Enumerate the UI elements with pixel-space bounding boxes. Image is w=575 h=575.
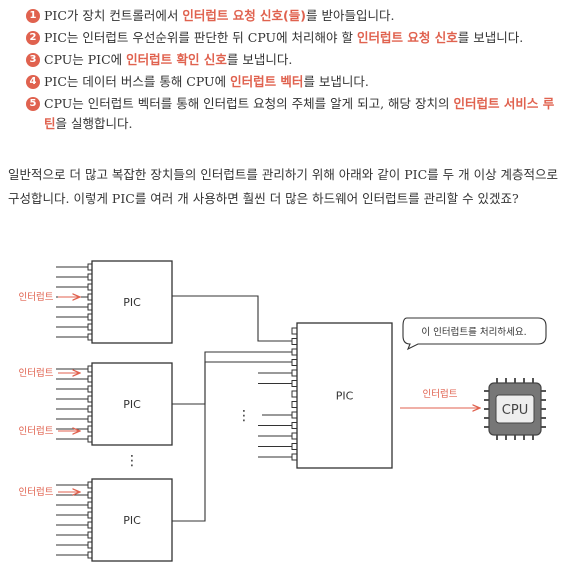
step-number-badge: 2 [26, 31, 40, 45]
step-text: CPU는 인터럽트 벡터를 통해 인터럽트 요청의 주체를 알게 되고, 해당 … [44, 94, 561, 134]
step-item: 1 PIC가 장치 컨트롤러에서 인터럽트 요청 신호(들)를 받아들입니다. [26, 6, 561, 26]
step-text-part: 를 보냅니다. [457, 30, 524, 45]
master-input-pin [291, 338, 298, 345]
step-text: PIC는 인터럽트 우선순위를 판단한 뒤 CPU에 처리해야 할 인터럽트 요… [44, 28, 523, 48]
interrupt-label: 인터럽트 [19, 426, 54, 437]
highlighted-term: 인터럽트 벡터 [230, 74, 304, 89]
cpu-label: CPU [502, 403, 528, 418]
master-input-pin [291, 401, 298, 408]
master-input-pin [291, 369, 298, 377]
master-input-pin [291, 327, 298, 335]
interrupt-label: 인터럽트 [19, 368, 54, 379]
highlighted-term: 인터럽트 확인 신호 [126, 52, 227, 67]
master-input-pin [291, 359, 298, 366]
step-text-part: 를 받아들입니다. [305, 8, 395, 23]
step-text-part: PIC는 데이터 버스를 통해 CPU에 [44, 74, 231, 89]
slave-pic-box [91, 260, 173, 344]
step-number-badge: 4 [26, 75, 40, 89]
slave-to-master-line [172, 361, 292, 522]
master-input-pin [291, 453, 298, 461]
cpu-chip-inner [495, 394, 535, 424]
master-input-pin [291, 411, 298, 419]
step-text-part: CPU는 인터럽트 벡터를 통해 인터럽트 요청의 주체를 알게 되고, 해당 … [44, 96, 454, 111]
slave-pic-label: PIC [123, 296, 141, 309]
highlighted-term: 인터럽트 서비스 루틴 [44, 96, 555, 131]
speech-bubble [402, 317, 547, 351]
step-item: 5 CPU는 인터럽트 벡터를 통해 인터럽트 요청의 주체를 알게 되고, 해당… [26, 94, 561, 134]
step-text-part: CPU는 PIC에 [44, 52, 127, 67]
slave-to-master-line [172, 295, 292, 342]
interrupt-label: 인터럽트 [19, 292, 54, 303]
step-text-part: PIC는 인터럽트 우선순위를 판단한 뒤 CPU에 처리해야 할 [44, 30, 357, 45]
slave-to-master-line [172, 351, 292, 405]
step-text: PIC는 데이터 버스를 통해 CPU에 인터럽트 벡터를 보냅니다. [44, 72, 369, 92]
step-item: 3 CPU는 PIC에 인터럽트 확인 신호를 보냅니다. [26, 50, 561, 70]
step-text-part: 를 보냅니다. [303, 74, 369, 89]
master-input-pin [291, 422, 298, 429]
master-pic-box [296, 322, 393, 469]
step-item: 2 PIC는 인터럽트 우선순위를 판단한 뒤 CPU에 처리해야 할 인터럽트 … [26, 28, 561, 48]
step-text-part: 을 실행합니다. [55, 116, 133, 131]
interrupt-label-cpu: 인터럽트 [423, 389, 458, 400]
step-text-part: 를 보냅니다. [226, 52, 293, 67]
step-number-badge: 1 [26, 9, 40, 23]
step-text: PIC가 장치 컨트롤러에서 인터럽트 요청 신호(들)를 받아들입니다. [44, 6, 394, 26]
body-paragraph: 일반적으로 더 많고 복잡한 장치들의 인터럽트를 관리하기 위해 아래와 같이… [8, 167, 559, 206]
speech-text: 이 인터럽트를 처리하세요. [421, 326, 526, 338]
master-input-pin [291, 390, 298, 398]
master-ellipsis: ⋮ [237, 408, 251, 424]
step-text: CPU는 PIC에 인터럽트 확인 신호를 보냅니다. [44, 50, 292, 70]
step-number-badge: 3 [26, 53, 40, 67]
step-number-badge: 5 [26, 97, 40, 111]
step-text-part: PIC가 장치 컨트롤러에서 [44, 8, 183, 23]
slave-pic-box [91, 362, 173, 446]
master-input-pin [291, 432, 298, 440]
master-input-pin [291, 348, 298, 356]
highlighted-term: 인터럽트 요청 신호(들) [182, 8, 306, 23]
step-item: 4 PIC는 데이터 버스를 통해 CPU에 인터럽트 벡터를 보냅니다. [26, 72, 561, 92]
master-pic-label: PIC [336, 390, 354, 403]
master-input-pin [291, 380, 298, 387]
vertical-ellipsis: ⋮ [125, 453, 139, 469]
master-input-pin [291, 443, 298, 450]
slave-pic-box [91, 478, 173, 562]
slave-pic-label: PIC [123, 514, 141, 527]
slave-pic-label: PIC [123, 398, 141, 411]
interrupt-label: 인터럽트 [19, 487, 54, 498]
highlighted-term: 인터럽트 요청 신호 [357, 30, 458, 45]
